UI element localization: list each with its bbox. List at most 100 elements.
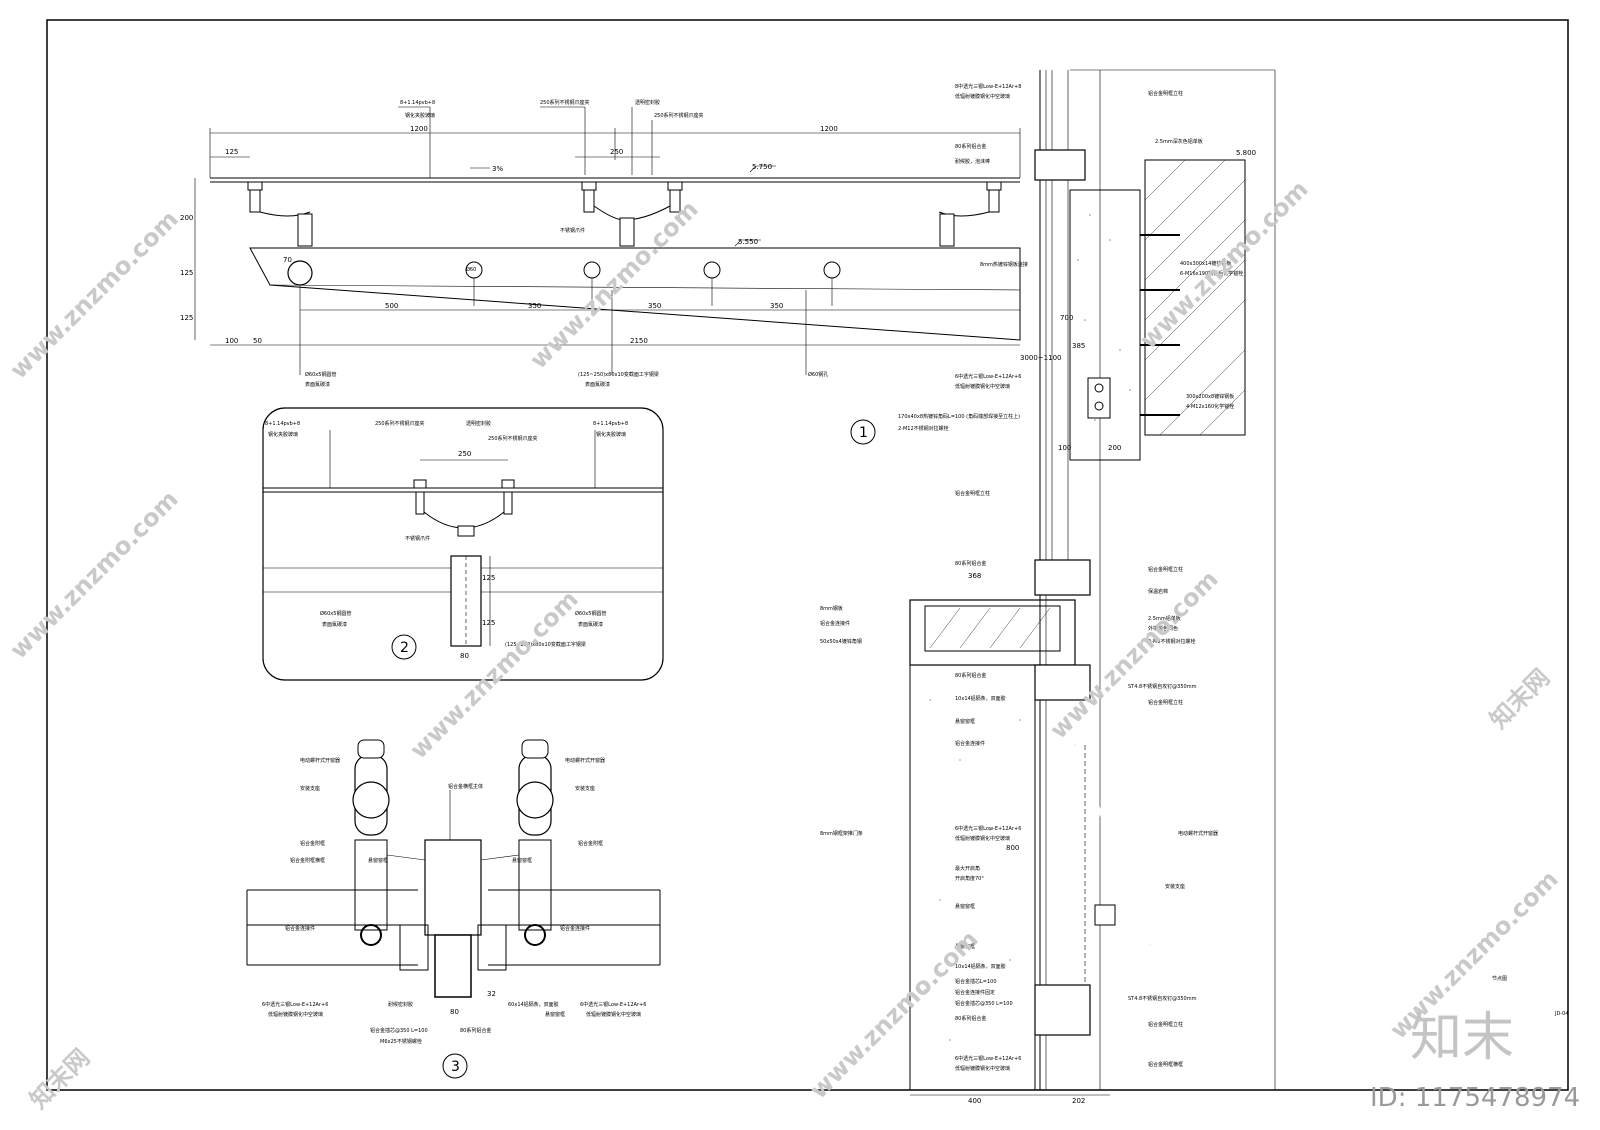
elevation-5550: 5.550 [738, 238, 758, 246]
label-clamp-1: 250系列不锈钢爪座夹 [540, 99, 590, 106]
w-frame-right3: 铝合金明框立柱 [1148, 1021, 1183, 1028]
w-top-glass: 8中透光三银Low-E+12Ar+8 [955, 83, 1021, 90]
d2-clamp-2: 250系列不锈钢爪座夹 [488, 435, 538, 442]
w-s80b: 80系列铝合金 [955, 560, 986, 567]
w-seal-top: 耐候胶，泡沫棒 [955, 158, 990, 165]
w-plate25: 2.5mm深灰色铝单板 [1155, 138, 1203, 145]
watermark-brand-2: 知末网 [24, 1044, 95, 1115]
w-open-angle-sub: 开启角度70° [955, 875, 984, 882]
d3-pad: 60x14铝隔条，双面胶 [508, 1001, 559, 1008]
detail-3-marker [442, 1053, 468, 1079]
watermark-site-1: www.znzmo.com [4, 205, 183, 384]
tube-end [287, 260, 313, 286]
w-insul: 保温岩棉 [1148, 588, 1168, 595]
w-screw350: 铝合金插芯@350 L=100 [955, 1000, 1013, 1007]
d3-opener-right: 电动螺杆式开窗器 [565, 757, 605, 764]
spandrel-panel [909, 599, 1076, 666]
concrete-block [1069, 189, 1141, 461]
d3-lining-right: 悬窗窗框 [512, 857, 532, 864]
w-embed2: 300x200x8镀锌钢板 [1186, 393, 1234, 400]
label-seal: 透明密封胶 [635, 99, 660, 106]
w-sash: 悬窗窗框 [955, 718, 975, 725]
d2-pipe-left: Ø60x5钢圆管 [320, 610, 351, 617]
hatched-wall [1144, 159, 1246, 436]
dim-125: 125 [225, 148, 238, 156]
d3-profile-right: 铝合金附框 [578, 840, 603, 847]
canopy-section: 1200 1200 125 250 8+1.14pvb+8 钢化夹胶玻璃 250… [180, 99, 1021, 388]
spider-fitting-2 [581, 181, 683, 247]
w-frame-right: 铝合金明框立柱 [1148, 566, 1183, 573]
w-steel8: 8mm钢板 [820, 605, 843, 612]
watermark-site-3: www.znzmo.com [1134, 175, 1313, 354]
w-embed2-sub: 4-M12x160化学锚栓 [1186, 403, 1234, 410]
w-glass6: 6中透光三银Low-E+12Ar+6 [955, 373, 1021, 380]
dim-350a: 350 [528, 302, 541, 310]
w-insert: 铝合金插芯L=100 [955, 978, 997, 985]
label-glass-sub: 钢化夹胶玻璃 [405, 112, 435, 119]
d2-dim-250: 250 [458, 450, 471, 458]
d3-screw: 铝合金插芯@350 L=100 [370, 1027, 428, 1034]
watermark-site-7: www.znzmo.com [804, 925, 983, 1104]
d3-dim-32: 32 [487, 990, 496, 998]
w-connect: 铝合金连接件固定 [955, 989, 995, 996]
slope-label: 3% [492, 165, 503, 173]
d3-bolt: M6x25不锈钢螺栓 [380, 1038, 422, 1045]
anchor-bolts [1087, 234, 1180, 419]
w-s80a: 80系列铝合金 [955, 143, 986, 150]
d3-glass-right: 6中透光三银Low-E+12Ar+6 [580, 1001, 646, 1008]
dim-50: 50 [253, 337, 262, 345]
watermark-id: ID: 1175478974 [1370, 1083, 1580, 1113]
d2-seal: 透明密封胶 [466, 420, 491, 427]
dim-100: 100 [225, 337, 238, 345]
label-beam: (125~250)x80x10变截面工字钢梁 [578, 371, 659, 378]
w-s80d: 80系列铝合金 [955, 1015, 986, 1022]
detail-2: 8+1.14pvb+8 钢化夹胶玻璃 8+1.14pvb+8 钢化夹胶玻璃 25… [262, 407, 664, 681]
w-frame-right2: 铝合金明框立柱 [1148, 699, 1183, 706]
w-bolt2: 2-M12不锈钢对拉螺栓 [898, 425, 949, 432]
dim-125b: 125 [180, 314, 193, 322]
label-clamp-2: 250系列不锈钢爪座夹 [654, 112, 704, 119]
w-st48b: ST4.8不锈钢自攻钉@350mm [1128, 995, 1197, 1002]
w-hinge: 铝合金连接件 [955, 740, 985, 747]
d3-opener-left: 电动螺杆式开窗器 [300, 757, 340, 764]
label-pipe: Ø60x5钢圆管 [305, 371, 336, 378]
w-d385: 385 [1072, 342, 1085, 350]
w-d100: 100 [1058, 444, 1071, 452]
w-d368: 368 [968, 572, 981, 580]
detail-2-marker [391, 634, 417, 660]
detail-2-number: 2 [400, 640, 409, 656]
w-screw2m6: 2-M6不锈钢对拉螺栓 [1148, 638, 1195, 645]
d3-glass-left: 6中透光三银Low-E+12Ar+6 [262, 1001, 328, 1008]
spider-fitting-1 [247, 181, 313, 247]
tube-label: Ø60 [466, 266, 476, 273]
d2-pipe-right-sub: 表面氟碳漆 [578, 621, 603, 628]
detail-3: 电动螺杆式开窗器 安装支座 铝合金附框 铝合金附框横框 悬窗窗框 铝合金连接件 … [246, 739, 661, 1079]
d3-bracket-right: 安装支座 [575, 785, 595, 792]
d2-arm: 不锈钢爪件 [405, 535, 430, 542]
sheet-name: 节点图 [1492, 976, 1507, 982]
dim-350b: 350 [648, 302, 661, 310]
watermark-site-2: www.znzmo.com [524, 195, 703, 374]
dim-70: 70 [283, 256, 292, 264]
tapered-beam [249, 247, 1021, 341]
w-pad10: 10x14铝隔条，双面胶 [955, 695, 1006, 702]
d2-dim-125a: 125 [482, 574, 495, 582]
w-top-glass-sub: 低辐射镀膜钢化中空玻璃 [955, 93, 1010, 100]
w-d202: 202 [1072, 1097, 1085, 1105]
w-bottom-glass-sub: 低辐射镀膜钢化中空玻璃 [955, 1065, 1010, 1072]
d3-gasket: 悬窗窗框 [545, 1011, 565, 1018]
d2-pipe-left-sub: 表面氟碳漆 [322, 621, 347, 628]
watermark-layer: www.znzmo.com www.znzmo.com www.znzmo.co… [4, 175, 1563, 1114]
w-plate25b-sub: 外墙颜色同色 [1148, 625, 1178, 632]
rod-holes [465, 261, 841, 306]
w-angle: 170x40x8热镀锌角码L=100 (角码端部焊接至立柱上) [898, 413, 1020, 420]
d2-glass-right-sub: 钢化夹胶玻璃 [596, 431, 626, 438]
d2-dim-125b: 125 [482, 619, 495, 627]
d2-glass-left-sub: 钢化夹胶玻璃 [268, 431, 298, 438]
w-mid-frame: 铝合金明框立柱 [955, 490, 990, 497]
dim-500: 500 [385, 302, 398, 310]
d2-pipe-right: Ø60x5钢圆管 [575, 610, 606, 617]
elevation-5750: 5.750 [752, 163, 772, 171]
d2-beam: (125~250)x80x10变截面工字钢梁 [505, 641, 586, 648]
